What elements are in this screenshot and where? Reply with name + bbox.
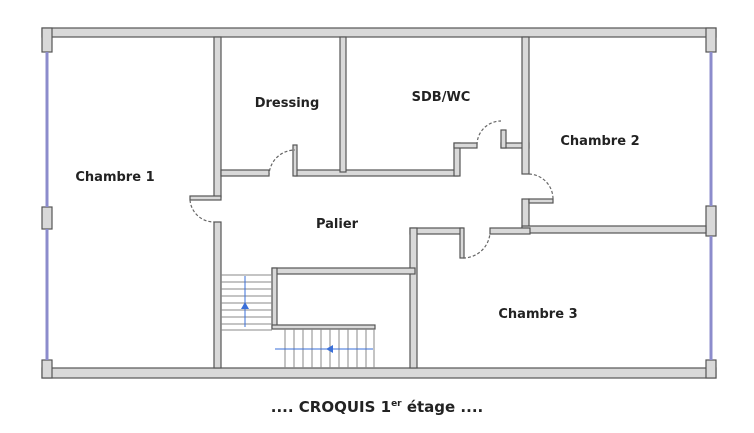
room-label-chambre-2: Chambre 2 <box>560 134 639 149</box>
interior-walls <box>189 36 707 369</box>
room-label-dressing: Dressing <box>255 96 320 111</box>
room-label-chambre-3: Chambre 3 <box>498 307 577 322</box>
windows <box>45 52 713 360</box>
staircase <box>221 274 375 368</box>
room-label-palier: Palier <box>316 217 359 232</box>
room-label-chambre-1: Chambre 1 <box>75 170 154 185</box>
plan-caption: .... CROQUIS 1er étage .... <box>0 398 754 416</box>
caption-suffix: étage .... <box>401 398 484 416</box>
room-label-sdb-wc: SDB/WC <box>412 90 471 105</box>
outer-walls <box>41 27 717 379</box>
doors <box>189 120 554 259</box>
caption-prefix: .... CROQUIS 1 <box>270 398 392 416</box>
caption-superscript: er <box>391 399 402 409</box>
